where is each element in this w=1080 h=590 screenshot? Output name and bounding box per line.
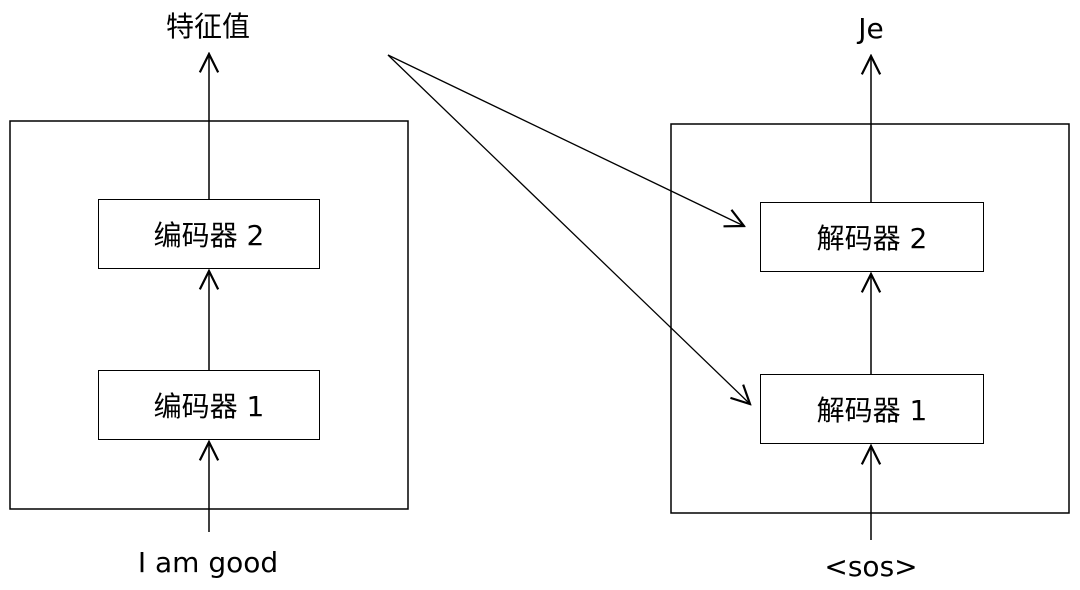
decoder-input-label: <sos> <box>824 550 918 583</box>
encoder-block-2: 编码器 2 <box>98 199 320 269</box>
decoder-block-2: 解码器 2 <box>760 202 984 272</box>
decoder-container <box>670 123 1070 514</box>
encoder-block-1-label: 编码器 1 <box>153 390 265 423</box>
encoder-block-2-label: 编码器 2 <box>153 219 265 252</box>
decoder-block-1: 解码器 1 <box>760 374 984 444</box>
encoder-input-label: I am good <box>137 546 279 579</box>
decoder-block-2-label: 解码器 2 <box>816 222 928 255</box>
decoder-block-1-label: 解码器 1 <box>816 394 928 427</box>
features-to-decoder2-arrow <box>387 54 744 226</box>
encoder-output-label: 特征值 <box>165 10 251 43</box>
encoder-block-1: 编码器 1 <box>98 370 320 440</box>
features-to-decoder1-arrow <box>387 54 750 404</box>
decoder-output-label: Je <box>858 12 884 45</box>
